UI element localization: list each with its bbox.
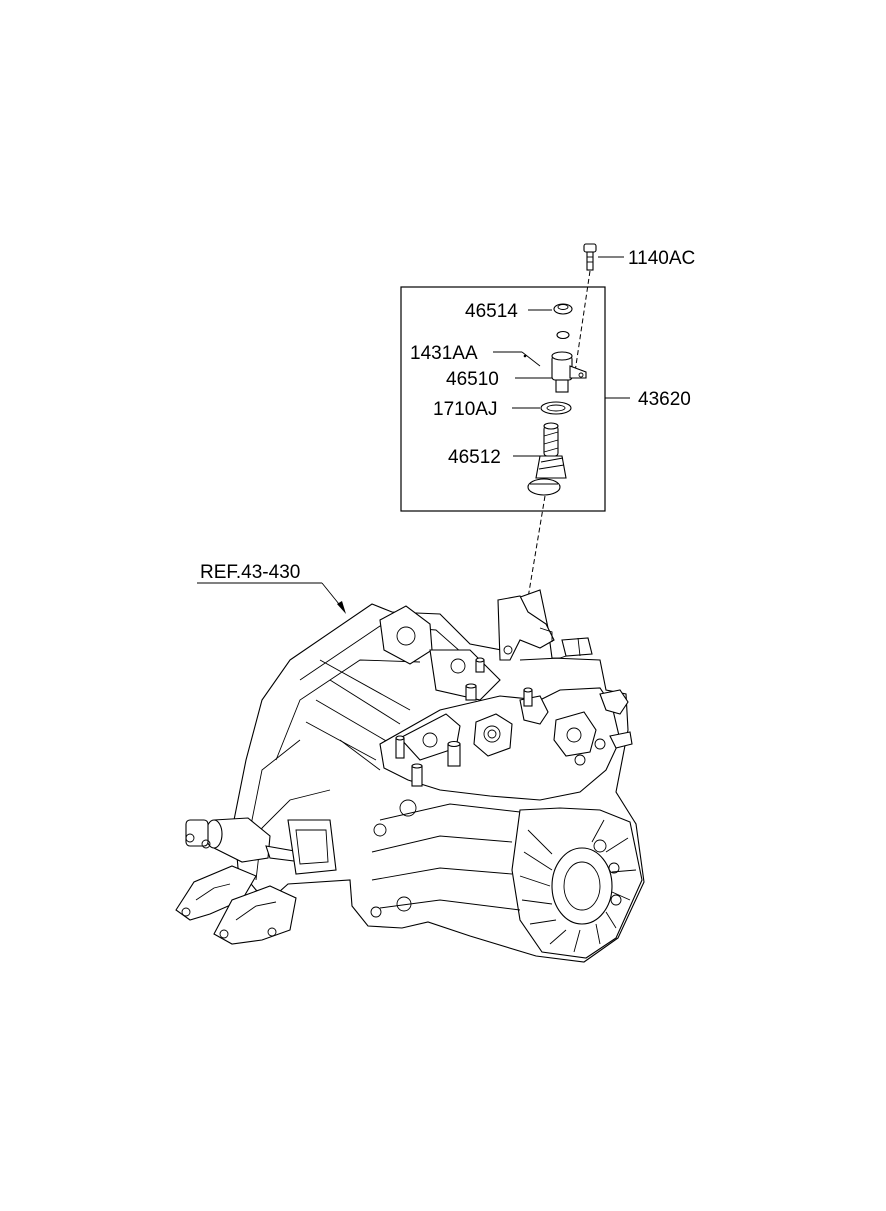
reference-leader <box>197 582 346 614</box>
assembly-box <box>400 286 606 512</box>
callout-46514: 46514 <box>465 301 518 322</box>
callout-43620: 43620 <box>638 389 691 410</box>
bolt-leader-dashed <box>574 270 591 373</box>
callout-ref-43-430: REF.43-430 <box>200 562 300 583</box>
sleeve-part <box>493 351 587 393</box>
gear-part <box>513 422 567 496</box>
callout-1431aa: 1431AA <box>410 343 478 364</box>
callout-1140ac: 1140AC <box>628 248 695 269</box>
cap-part <box>528 303 573 315</box>
gear-leader-dashed <box>527 495 546 599</box>
oring-part <box>512 401 572 415</box>
transmission-illustration <box>175 589 645 963</box>
callout-46512: 46512 <box>448 447 501 468</box>
callout-1710aj: 1710AJ <box>433 399 497 420</box>
bolt-part <box>583 243 624 271</box>
callout-46510: 46510 <box>446 369 499 390</box>
small-oring <box>556 330 570 340</box>
